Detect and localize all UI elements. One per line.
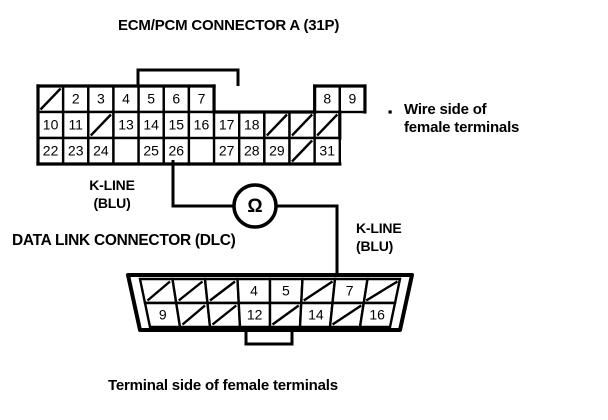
dlc-pin-number: 12	[247, 307, 263, 323]
ecm-pin-number: 16	[194, 117, 210, 133]
ecm-pin-number: 13	[118, 117, 134, 133]
dlc-pin-number: 7	[346, 283, 354, 299]
ecm-pin-cell: 22	[36, 136, 65, 166]
ecm-pin-cell	[288, 136, 316, 166]
ecm-pin-number: 10	[43, 117, 59, 133]
wire-side-note-line1: Wire side of	[404, 101, 487, 118]
ecm-pin-cell: 2	[61, 84, 90, 114]
ecm-pin-cell	[313, 110, 341, 140]
dlc-pin-cell	[206, 301, 242, 329]
dlc-pin-cell	[171, 277, 209, 305]
ecm-pin-cell: 17	[212, 110, 241, 140]
dlc-pin-cell: 5	[268, 277, 304, 305]
ohmmeter-icon: Ω	[232, 183, 278, 229]
kline-left-label-line1: K-LINE	[89, 177, 135, 193]
dlc-pin-number: 4	[250, 283, 258, 299]
ecm-pin-cell: 7	[187, 84, 216, 114]
ecm-pin-cell: 23	[61, 136, 90, 166]
ecm-pin-number: 23	[68, 143, 84, 159]
dlc-pin-cell	[299, 277, 337, 305]
ecm-pin-cell: 25	[137, 136, 165, 166]
dlc-connector-grid: 4 5 7 9 12 14 16	[138, 277, 402, 329]
ecm-pin-number: 2	[72, 91, 80, 107]
bottom-caption: Terminal side of female terminals	[108, 377, 338, 394]
dlc-pin-cell	[138, 277, 178, 305]
ecm-pin-number: 15	[169, 117, 185, 133]
dlc-pin-cell: 4	[236, 277, 272, 305]
dlc-pin-cell	[268, 301, 303, 329]
kline-right-label-line1: K-LINE	[356, 220, 402, 236]
ecm-pin-cell: 8	[313, 84, 341, 114]
ecm-pin-number: 26	[169, 143, 185, 159]
ecm-pin-number: 17	[219, 117, 235, 133]
ohmmeter-symbol-text: Ω	[247, 196, 262, 217]
ecm-pin-number: 18	[244, 117, 260, 133]
ecm-pin-cell: 10	[36, 110, 65, 140]
dlc-pin-cell	[328, 301, 366, 329]
wire-side-note-line2: female terminals	[404, 119, 520, 136]
ecm-pin-number: 5	[147, 91, 155, 107]
ecm-pin-number: 24	[93, 143, 109, 159]
dlc-pin-number: 16	[369, 307, 385, 323]
ecm-pin-number: 8	[323, 91, 331, 107]
ecm-pin-cell	[87, 110, 115, 140]
ecm-pin-cell	[36, 84, 65, 114]
ecm-pin-cell	[288, 110, 316, 140]
ecm-pin-number: 4	[122, 91, 130, 107]
ecm-pin-number: 7	[198, 91, 206, 107]
ecm-pin-cell: 16	[187, 110, 216, 140]
ecm-pin-cell: 27	[212, 136, 241, 166]
ecm-pin-number: 3	[97, 91, 105, 107]
ecm-pin-number: 14	[143, 117, 159, 133]
ecm-pin-cell: 4	[112, 84, 140, 114]
dlc-pin-cell: 14	[298, 301, 334, 329]
ecm-pin-cell	[112, 136, 140, 166]
ecm-pin-number: 25	[143, 143, 159, 159]
ecm-pin-number: 9	[348, 91, 356, 107]
ecm-pin-number: 31	[319, 143, 335, 159]
ecm-outer-frame	[36, 84, 392, 166]
ecm-pin-cell: 26	[162, 136, 191, 166]
ecm-pin-cell: 18	[237, 110, 266, 140]
ecm-pin-cell: 15	[162, 110, 191, 140]
kline-wire-path	[171, 160, 339, 275]
ecm-pin-cell: 24	[87, 136, 115, 166]
ecm-top-tab	[136, 68, 240, 86]
dlc-pin-number: 9	[159, 307, 167, 323]
dlc-connector-shell	[126, 273, 414, 346]
ecm-pin-number: 11	[68, 117, 83, 133]
dlc-pin-cell	[362, 277, 402, 305]
page-title: ECM/PCM CONNECTOR A (31P)	[118, 17, 340, 34]
ecm-pin-cell	[263, 110, 291, 140]
ecm-pin-number: 29	[269, 143, 285, 159]
ecm-pin-cell: 5	[137, 84, 165, 114]
dlc-pin-cell: 7	[331, 277, 369, 305]
ecm-pin-number: 22	[43, 143, 59, 159]
dlc-pin-cell	[203, 277, 241, 305]
dlc-pin-cell: 16	[358, 301, 397, 329]
dlc-pin-cell: 9	[143, 301, 182, 329]
ecm-pin-cell: 11	[61, 110, 90, 140]
ecm-pin-cell: 14	[137, 110, 165, 140]
dlc-title: DATA LINK CONNECTOR (DLC)	[12, 232, 236, 249]
kline-right-label-line2: (BLU)	[356, 238, 394, 254]
ecm-pin-cell: 29	[263, 136, 291, 166]
dlc-pin-number: 14	[308, 307, 324, 323]
dlc-pin-cell: 12	[237, 301, 272, 329]
ecm-pin-cell: 9	[338, 84, 367, 114]
ecm-pin-cell: 6	[162, 84, 191, 114]
ecm-pin-cell: 28	[237, 136, 266, 166]
kline-left-label-line2: (BLU)	[93, 195, 131, 211]
ecm-pin-cell: 3	[87, 84, 115, 114]
dlc-pin-cell	[174, 301, 212, 329]
ecm-pin-number: 6	[172, 91, 180, 107]
ecm-pin-cell: 31	[313, 136, 341, 166]
ecm-pin-number: 28	[244, 143, 260, 159]
dlc-pin-number: 5	[282, 283, 290, 299]
ecm-pin-cell: 13	[112, 110, 140, 140]
ecm-pin-number: 27	[219, 143, 235, 159]
